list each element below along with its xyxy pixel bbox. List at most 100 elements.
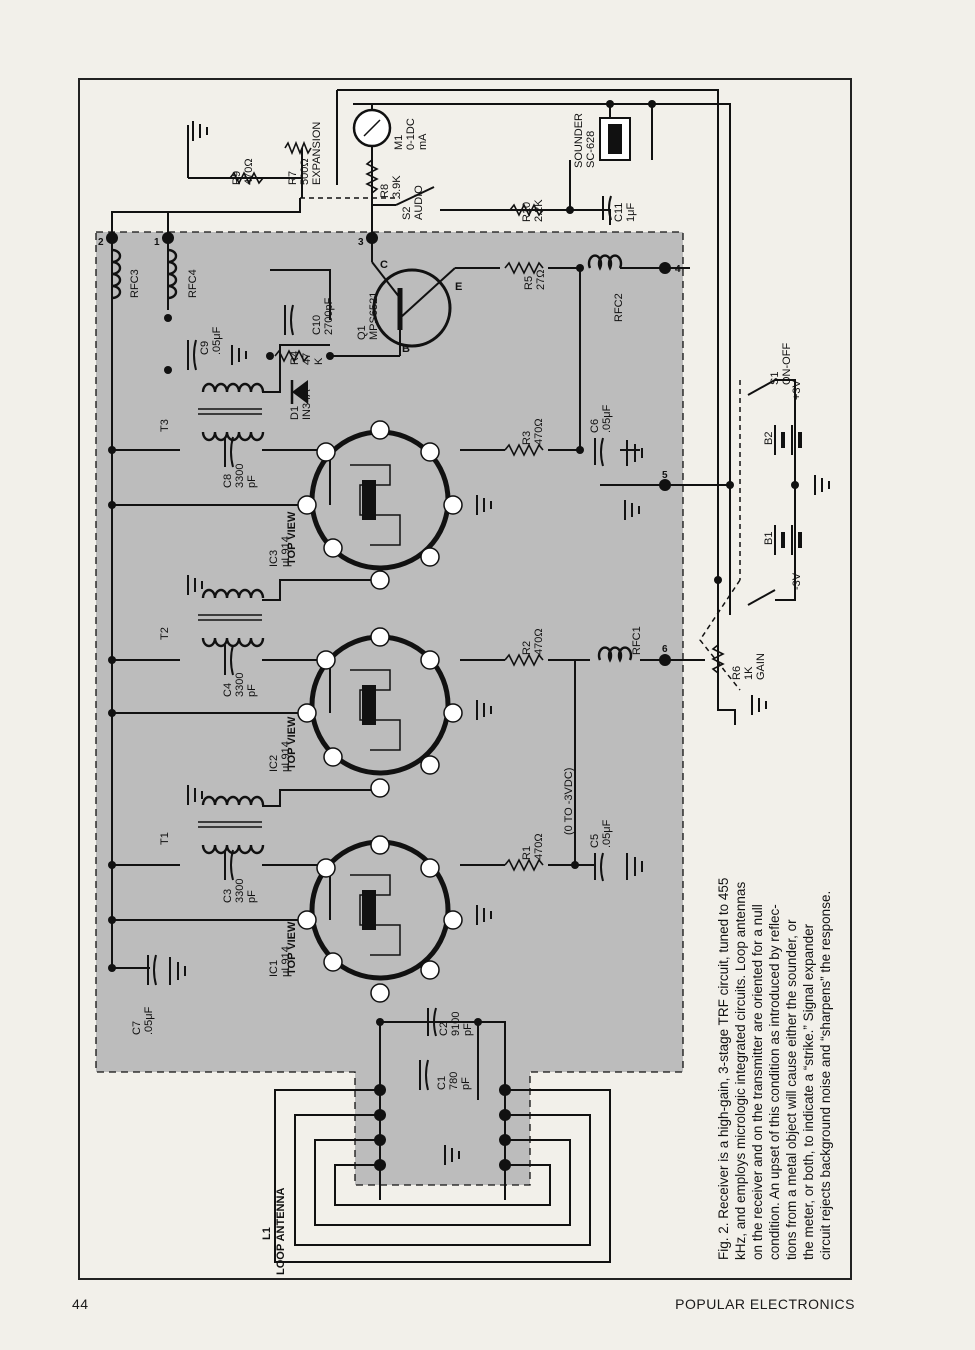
c5-label: C5 [589,834,601,848]
d1-part: IN34A [301,389,313,420]
junction-dots [108,100,799,1026]
r8-value: 3.9K [391,175,403,198]
s1-function: ON-OFF [781,343,793,385]
terminal-3-label: 3 [358,237,364,248]
c8-value: 3300 [234,464,246,488]
r4-value: 47 [301,353,313,365]
q1-emitter-pin: E [455,281,462,293]
c7-label: C7 [131,1021,143,1035]
c11-label: C11 [613,203,625,222]
figure-caption: Fig. 2. Receiver is a high-gain, 3-stage… [716,878,833,1260]
batteries [774,425,802,555]
bias-label: (0 TO -3VDC) [563,768,575,835]
c10-value: 2700pF [323,297,335,335]
c1-value: 780 [448,1072,460,1090]
c1-label: C1 [436,1076,448,1090]
plus-3v-label: +3V [791,379,803,400]
c6-label: C6 [589,419,601,433]
c2-label: C2 [438,1022,450,1036]
c8-unit: pF [246,475,258,488]
figure-frame [78,78,852,1280]
c5-value: .05μF [601,819,613,848]
c3-value: 3300 [234,879,246,903]
r6-label: R6 [731,666,743,680]
c3-unit: pF [246,890,258,903]
caption-line-4: condition. An upset of this condition as… [767,904,782,1260]
r3-label: R3 [521,431,533,445]
ic2-label: IC2 [268,755,280,772]
t1-label: T1 [159,832,171,845]
c6-value: .05μF [601,404,613,433]
r2-value: 470Ω [533,628,545,655]
rfc3-label: RFC3 [129,269,141,298]
c11-value: 1μF [625,203,637,222]
sounder-label: SOUNDER [573,113,585,168]
r7-label: R7 [287,171,299,185]
m1-meter [352,108,392,148]
r7-function: EXPANSION [311,122,323,185]
s2-function: AUDIO [413,185,425,220]
terminal-2-label: 2 [98,237,104,248]
b1-label: B1 [763,532,775,545]
q1-part: MPS6521 [368,292,380,340]
terminal-4-label: 4 [675,264,681,275]
ic-pins [297,420,463,1003]
r4-label: R4 [289,351,301,365]
c2-value: 9100 [450,1012,462,1036]
r8-label: R8 [379,184,391,198]
rfc2-label: RFC2 [613,293,625,322]
circuit-board-area [95,231,684,1186]
ic3-label: IC3 [268,550,280,567]
c8-label: C8 [222,474,234,488]
r10-label: R10 [521,202,533,222]
r9-label: R9 [231,171,243,185]
r6-function: GAIN [755,653,767,680]
r1-label: R1 [521,846,533,860]
page-number: 44 [72,1296,89,1312]
s2-label: S2 [401,207,413,220]
r1-value: 470Ω [533,833,545,860]
ganged-control-linkage [300,197,741,691]
c1-unit: pF [460,1077,472,1090]
c2-unit: pF [462,1023,474,1036]
b2-label: B2 [763,432,775,445]
caption-line-7: circuit rejects background noise and “sh… [818,891,833,1260]
magazine-name: POPULAR ELECTRONICS [675,1296,855,1312]
caption-line-3: on the receiver and on the transmitter a… [750,904,765,1260]
c4-label: C4 [222,683,234,697]
caption-line-1: Fig. 2. Receiver is a high-gain, 3-stage… [716,878,731,1260]
q1-base-pin: B [402,343,410,355]
ic2-part: μL914 [280,741,292,772]
r5-label: R5 [523,276,535,290]
ic1-top-view: TOP VIEW [286,921,298,975]
r5-value: 27Ω [535,270,547,290]
caption-line-2: kHz, and employs micrologic integrated c… [733,882,748,1260]
ic1-part: μL914 [280,946,292,977]
rfc4-label: RFC4 [187,269,199,298]
ground-symbols [169,121,830,1165]
q1-transistor [330,261,456,357]
sounder-device [599,117,631,161]
caption-line-5: tions from a metal object will cause eit… [784,919,799,1260]
ic1-label: IC1 [268,960,280,977]
resistors [229,140,725,872]
r4-unit: K [313,357,325,365]
l1-label: L1 [261,1227,273,1240]
d1-label: D1 [289,406,301,420]
terminal-points [106,232,671,1171]
terminal-6-label: 6 [662,644,668,655]
m1-unit: mA [417,133,429,150]
q1-label: Q1 [356,325,368,340]
c4-unit: pF [246,684,258,697]
r3-value: 470Ω [533,418,545,445]
d1-diode [290,380,308,404]
terminal-5-label: 5 [662,470,668,481]
ic3-part: μL914 [280,536,292,567]
r7-value: 500Ω [299,158,311,185]
s1-label: S1 [769,372,781,385]
l1-desc: LOOP ANTENNA [275,1188,287,1275]
c9-value: .05μF [211,326,223,355]
ic3-top-view: TOP VIEW [286,511,298,565]
r10-value: 2.2K [533,199,545,222]
ic2-top-view: TOP VIEW [286,716,298,770]
